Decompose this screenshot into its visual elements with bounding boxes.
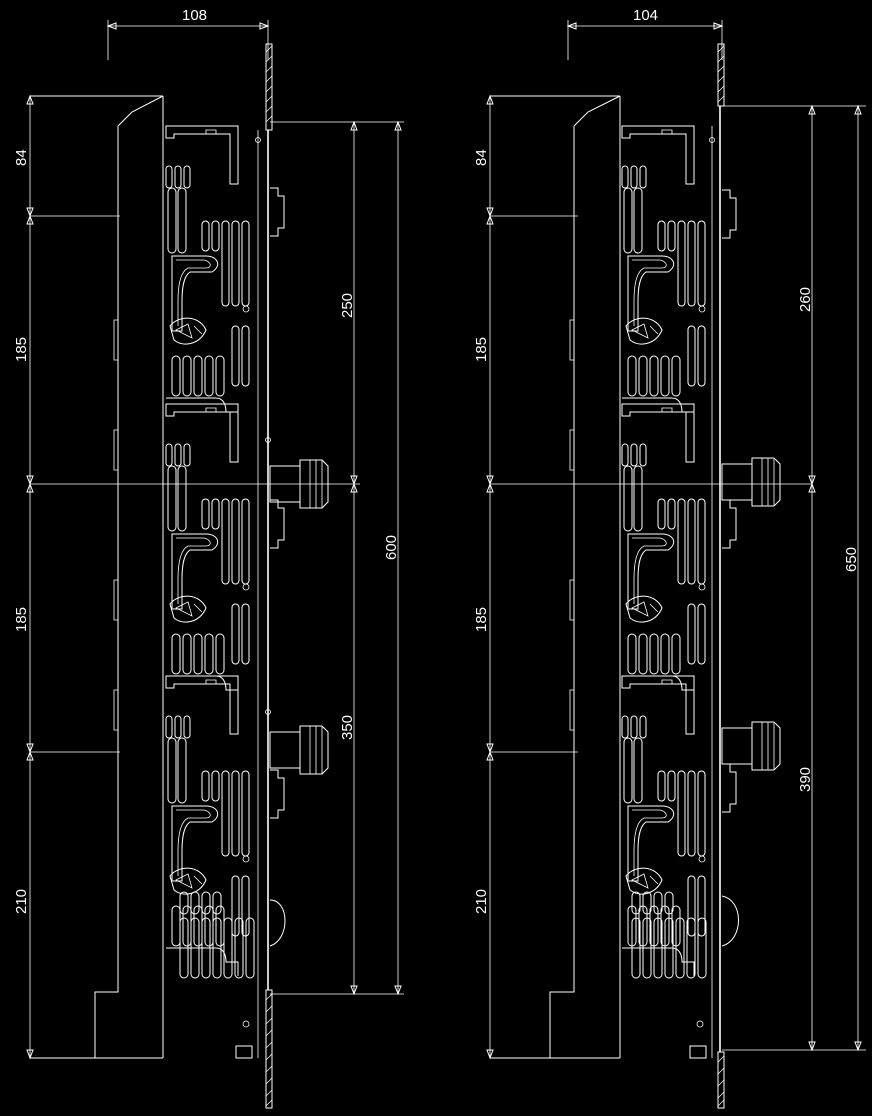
- dim-210: 210: [13, 889, 30, 914]
- dim-lower: 350: [339, 715, 356, 740]
- view-left: 108: [13, 7, 404, 1109]
- dim-185-b: 185: [473, 607, 490, 632]
- dim-210: 210: [473, 889, 490, 914]
- dim-width: 108: [182, 7, 207, 24]
- dim-total: 650: [843, 547, 860, 572]
- view-right: 104: [473, 7, 866, 1109]
- dim-upper: 260: [797, 287, 814, 312]
- dim-185-b: 185: [13, 607, 30, 632]
- dim-lower: 390: [797, 767, 814, 792]
- dim-width: 104: [633, 7, 658, 24]
- dim-84: 84: [473, 149, 490, 166]
- dim-84: 84: [13, 149, 30, 166]
- dim-185-a: 185: [473, 337, 490, 362]
- dim-185-a: 185: [13, 337, 30, 362]
- dim-upper: 250: [339, 293, 356, 318]
- dim-total: 600: [383, 535, 400, 560]
